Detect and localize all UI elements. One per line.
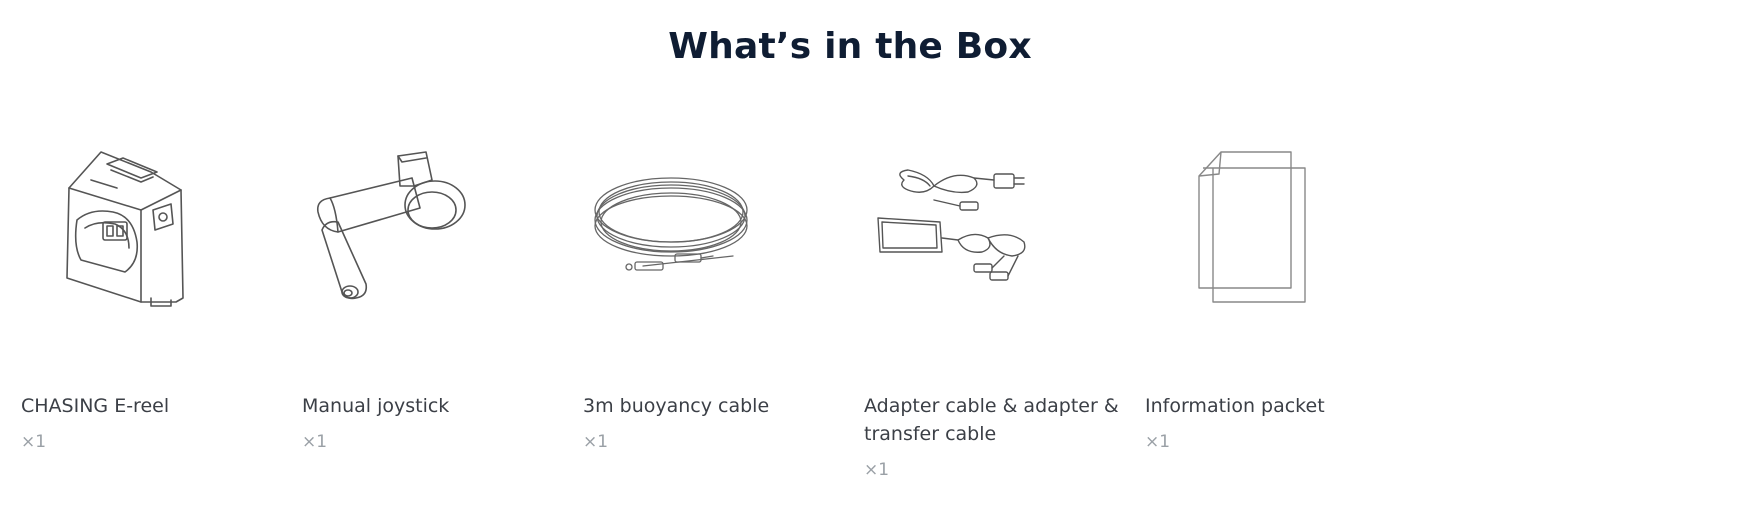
item-quantity: ×1 xyxy=(864,460,890,480)
item-quantity: ×1 xyxy=(583,432,609,452)
cable-icon xyxy=(583,150,833,350)
box-item: Adapter cable & adapter & transfer cable… xyxy=(864,150,1145,480)
item-name: Adapter cable & adapter & transfer cable… xyxy=(864,392,1124,484)
section-title: What’s in the Box xyxy=(668,26,1032,67)
item-name: 3m buoyancy cable ×1 xyxy=(583,392,843,456)
item-name: Manual joystick ×1 xyxy=(302,392,562,456)
box-contents-list: CHASING E-reel ×1 Manual jo xyxy=(21,150,1426,480)
adapter-icon xyxy=(864,150,1114,350)
item-quantity: ×1 xyxy=(302,432,328,452)
box-item: Manual joystick ×1 xyxy=(302,150,583,452)
item-name: Information packet ×1 xyxy=(1145,392,1405,456)
e-reel-icon xyxy=(21,150,271,350)
document-icon xyxy=(1145,150,1395,350)
item-quantity: ×1 xyxy=(21,432,47,452)
item-name: CHASING E-reel ×1 xyxy=(21,392,281,456)
item-quantity: ×1 xyxy=(1145,432,1171,452)
joystick-icon xyxy=(302,150,552,350)
box-item: Information packet ×1 xyxy=(1145,150,1426,452)
box-item: 3m buoyancy cable ×1 xyxy=(583,150,864,452)
box-item: CHASING E-reel ×1 xyxy=(21,150,302,452)
